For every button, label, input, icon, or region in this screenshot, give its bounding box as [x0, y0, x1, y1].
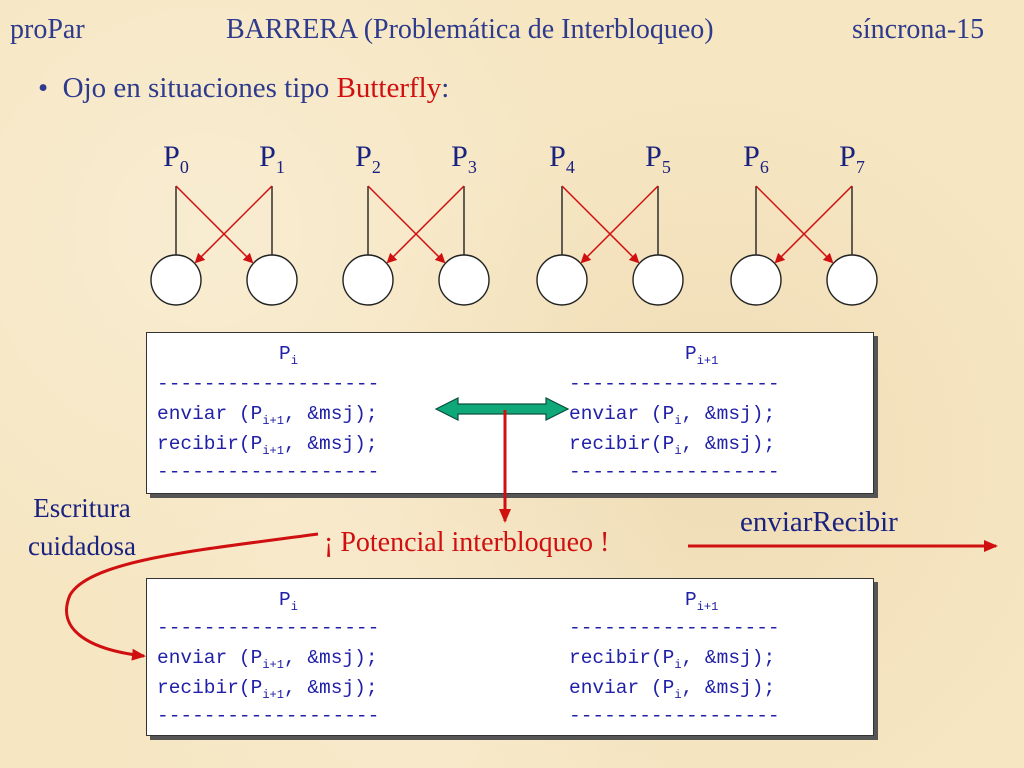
code1-dash-left-bottom: -------------------	[157, 461, 380, 483]
process-label-p1: P1	[259, 140, 285, 177]
code1-dash-right-bottom: ------------------	[569, 461, 780, 483]
send-arrow	[580, 185, 659, 264]
code2-line2-left: recibir(Pi+1, &msj);	[157, 677, 378, 702]
code1-line1-left: enviar (Pi+1, &msj);	[157, 403, 378, 428]
bullet-highlight: Butterfly	[336, 72, 442, 104]
code1-line2-right: recibir(Pi, &msj);	[569, 433, 776, 458]
bullet-suffix: :	[441, 72, 450, 104]
send-arrow	[561, 185, 640, 264]
code1-head-right: Pi+1	[685, 343, 719, 368]
process-label-p7: P7	[839, 140, 865, 177]
process-node	[536, 254, 588, 306]
slide-number: síncrona-15	[852, 14, 985, 45]
process-node	[632, 254, 684, 306]
code2-line1-right: recibir(Pi, &msj);	[569, 647, 776, 672]
process-label-p4: P4	[549, 140, 575, 177]
bullet-marker: •	[38, 72, 49, 104]
bullet-line: • Ojo en situaciones tipo Butterfly:	[38, 72, 449, 105]
send-arrow	[386, 185, 465, 264]
careful-write-label: Escritura cuidadosa	[28, 493, 136, 561]
process-node	[730, 254, 782, 306]
send-arrow	[175, 185, 254, 264]
code2-head-left: Pi	[279, 589, 298, 614]
code1-head-left: Pi	[279, 343, 298, 368]
header-left: proPar	[10, 14, 85, 45]
send-arrow	[194, 185, 273, 264]
code2-dash-left-bottom: -------------------	[157, 705, 380, 727]
code2-head-right: Pi+1	[685, 589, 719, 614]
process-node	[342, 254, 394, 306]
send-arrow	[367, 185, 446, 264]
code2-dash-left-top: -------------------	[157, 617, 380, 639]
double-arrow-icon	[434, 397, 570, 421]
process-label-p0: P0	[163, 140, 189, 177]
slide-title: BARRERA (Problemática de Interbloqueo)	[226, 14, 714, 45]
code2-line1-left: enviar (Pi+1, &msj);	[157, 647, 378, 672]
code1-dash-right-top: ------------------	[569, 373, 780, 395]
code1-dash-left-top: -------------------	[157, 373, 380, 395]
bullet-text: Ojo en situaciones tipo	[62, 72, 337, 104]
code-box-safe: Pi Pi+1 ------------------- ------------…	[146, 578, 874, 736]
send-arrow	[774, 185, 853, 264]
potential-deadlock-label: ¡ Potencial interbloqueo !	[324, 527, 610, 558]
process-label-p2: P2	[355, 140, 381, 177]
code2-dash-right-top: ------------------	[569, 617, 780, 639]
process-label-p6: P6	[743, 140, 769, 177]
process-node	[150, 254, 202, 306]
process-node	[246, 254, 298, 306]
send-arrow	[755, 185, 834, 264]
process-label-p5: P5	[645, 140, 671, 177]
code1-line1-right: enviar (Pi, &msj);	[569, 403, 776, 428]
code2-line2-right: enviar (Pi, &msj);	[569, 677, 776, 702]
code1-line2-left: recibir(Pi+1, &msj);	[157, 433, 378, 458]
process-label-p3: P3	[451, 140, 477, 177]
code2-dash-right-bottom: ------------------	[569, 705, 780, 727]
process-node	[438, 254, 490, 306]
enviar-recibir-label: enviarRecibir	[740, 506, 898, 538]
process-node	[826, 254, 878, 306]
careful-write-arrow	[65, 532, 319, 661]
